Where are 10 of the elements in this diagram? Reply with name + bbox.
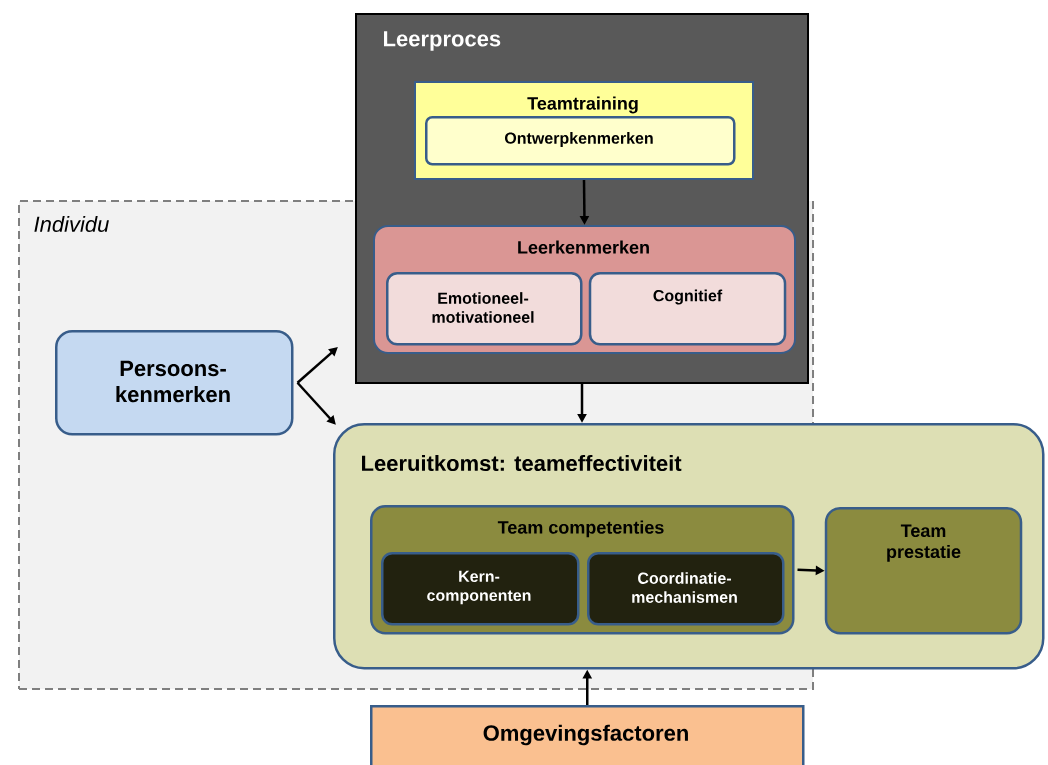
arrow (296, 381, 336, 425)
arrow (296, 347, 338, 384)
feature-box: Cognitief (588, 272, 787, 346)
environment-box: Omgevingsfactoren (370, 705, 805, 765)
performance-box: Team prestatie (824, 507, 1023, 635)
component-box: Coordinatie- mechanismen (587, 552, 785, 626)
feature-box: Emotioneel- motivationeel (386, 272, 583, 346)
feature-box: Ontwerpkenmerken (425, 116, 736, 166)
person-box: Persoons- kenmerken (55, 330, 294, 436)
component-box: Kern- componenten (381, 552, 580, 626)
